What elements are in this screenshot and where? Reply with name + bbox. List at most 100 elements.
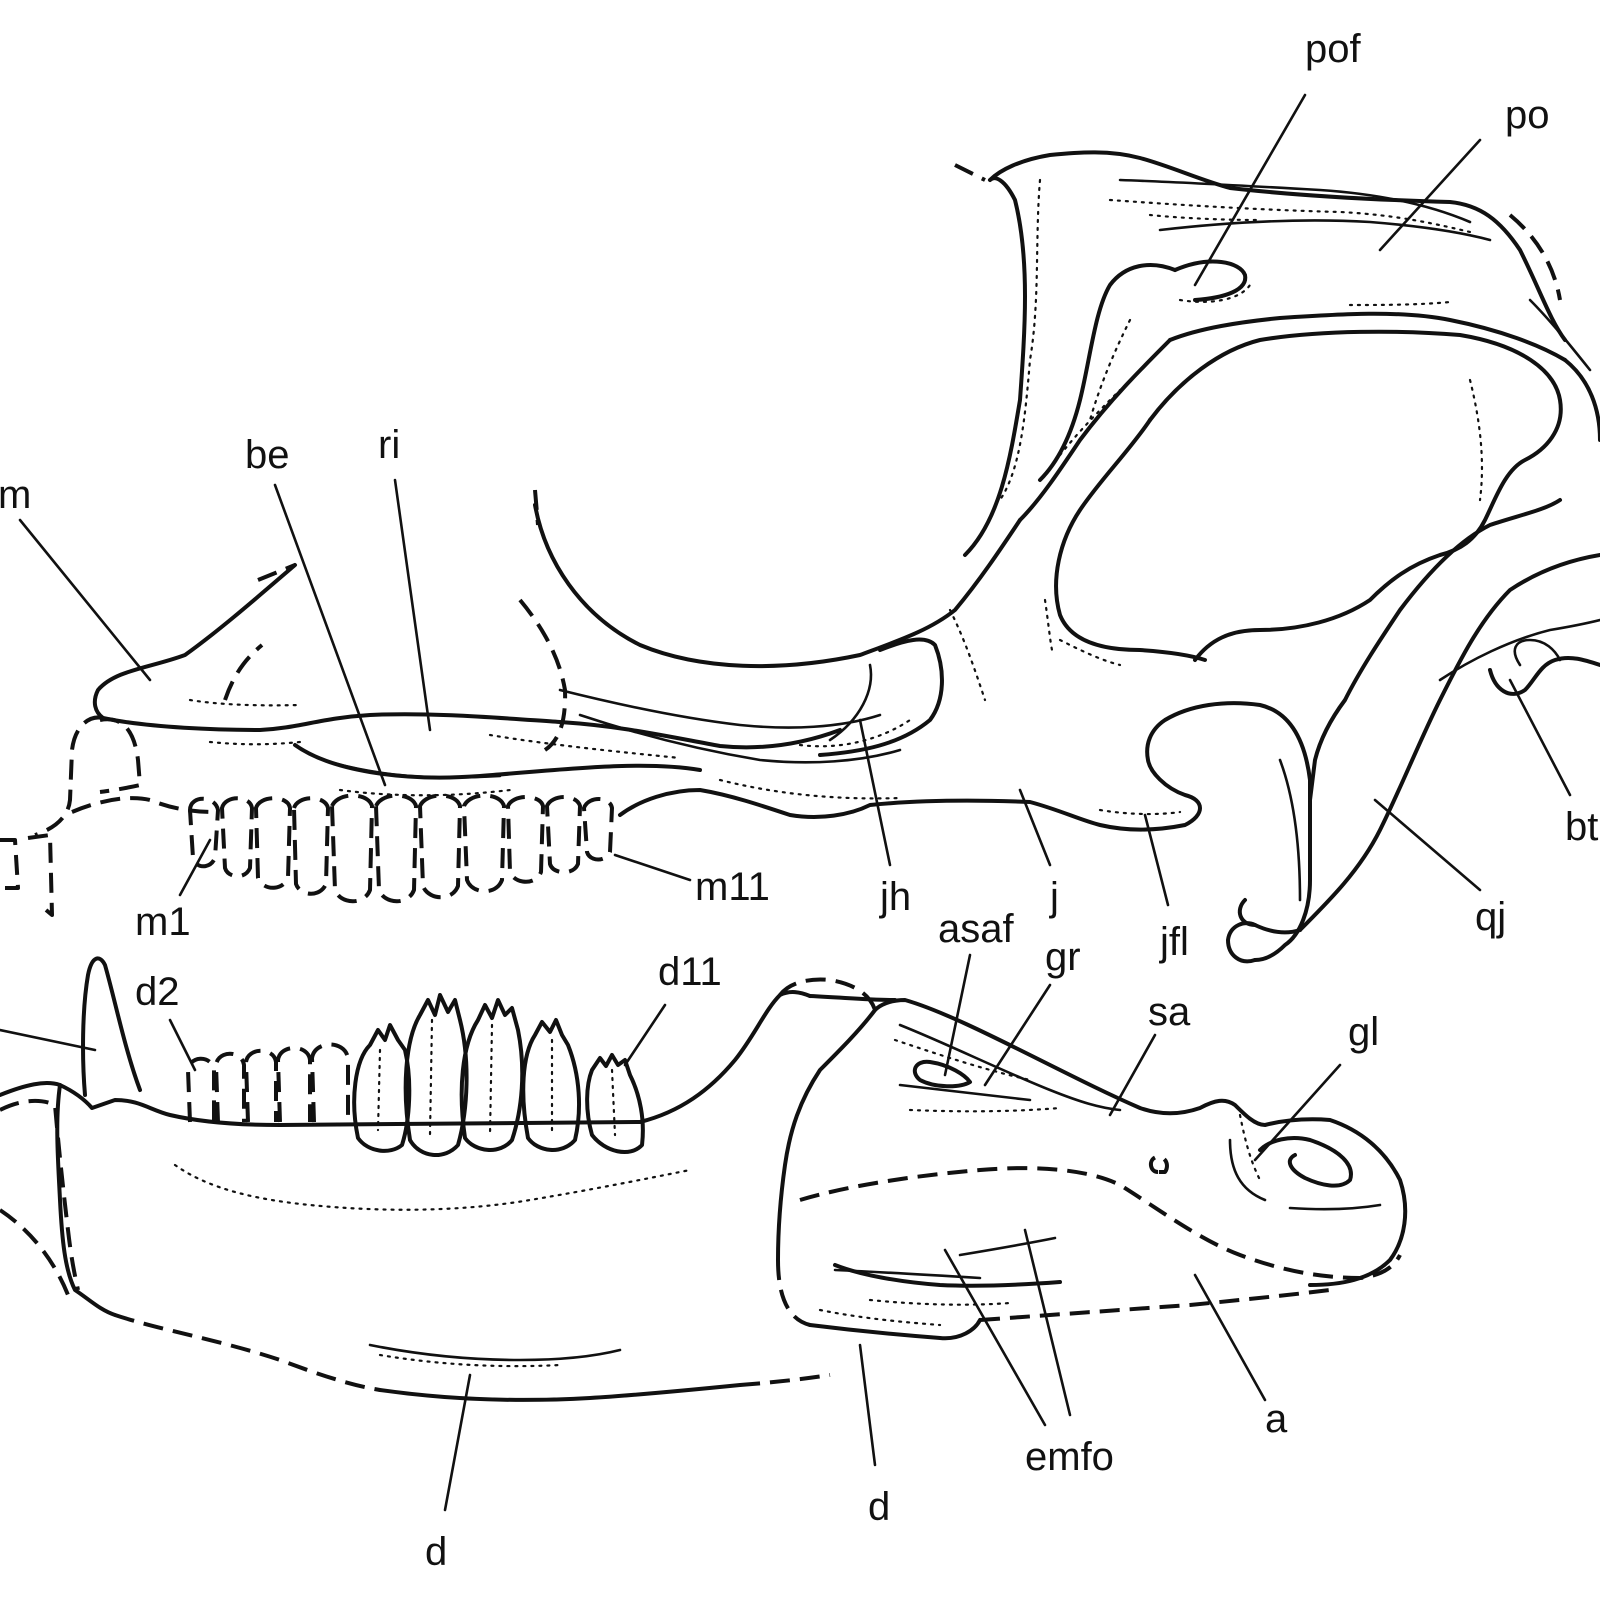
leader-d-lower: [443, 1373, 472, 1512]
dentary-ventral: [378, 1383, 742, 1402]
label-j: j: [1049, 875, 1059, 919]
roof-dots-3: [1348, 300, 1452, 307]
jugal-dots-5: [1043, 598, 1054, 652]
upper-tooth-8: [462, 793, 506, 894]
emfo-dots-1: [868, 1298, 1012, 1306]
lower-tooth-3: [214, 1051, 246, 1123]
label-bt: bt: [1565, 805, 1598, 849]
lower-tooth-6: [310, 1042, 350, 1123]
snout-alveolar-dashed: [71, 796, 216, 814]
upper-tooth-2: [220, 796, 254, 879]
squamosal-dots: [1468, 378, 1484, 502]
maxilla-ridge-2: [328, 760, 502, 779]
label-ri: ri: [378, 423, 400, 467]
maxilla-dots-2: [208, 740, 302, 746]
maxilla-alveolar-margin: [618, 701, 1312, 962]
leader-j: [1018, 788, 1052, 867]
dentary-posterior-lower: [808, 1318, 982, 1341]
label-gr: gr: [1045, 935, 1081, 979]
dentary-anterior-dashed: [0, 1098, 80, 1291]
jugal-dots-2: [718, 778, 902, 800]
orbit-posterior-rim: [1054, 418, 1207, 662]
angular-dorsal-dashed: [799, 1166, 1402, 1280]
jugal-ridge-2: [578, 713, 902, 764]
tooth-striae-5: [610, 1068, 617, 1137]
jfl-dots: [1098, 808, 1182, 816]
leader-emfo-2: [1023, 1228, 1072, 1417]
jugal-dots-3: [948, 608, 987, 702]
jugal-dots-1: [798, 718, 912, 748]
quadrate-line: [1278, 758, 1302, 902]
premaxilla-inner-dashed-2: [223, 643, 264, 701]
upper-tooth-6: [374, 793, 418, 904]
label-d11: d11: [658, 950, 722, 994]
surangular-dots-2: [908, 1106, 1062, 1113]
dentary-dots-2: [378, 1353, 562, 1368]
pof-dots: [1178, 283, 1252, 303]
cranium: [0, 150, 1600, 964]
roof-dots-1: [1108, 198, 1472, 234]
skull-roof-anterior-dashed: [954, 163, 986, 182]
upper-tooth-4: [292, 796, 330, 896]
postorbital-inner: [1038, 263, 1177, 482]
surangular-crest: [898, 1023, 1122, 1112]
lower-teeth: [186, 993, 645, 1158]
squamosal-line: [1528, 298, 1592, 372]
label-m: m: [0, 473, 31, 517]
premaxilla-inner-dashed: [99, 717, 142, 794]
upper-tooth-7: [418, 793, 462, 900]
lower-tooth-7: [352, 1023, 412, 1153]
leader-ri: [393, 478, 432, 732]
label-m1: m1: [135, 900, 191, 944]
leader-m11: [613, 853, 692, 882]
frontal-dashed: [533, 489, 540, 526]
dentary-ventral-dashed-2: [739, 1373, 831, 1387]
snout-dorsal-dashed: [257, 563, 296, 582]
label-d2: d2: [135, 970, 180, 1014]
postorbital-process: [1173, 259, 1248, 302]
incisor-stub-2: [27, 833, 54, 917]
glenoid-fossa: [1258, 1136, 1353, 1188]
label-m11: m11: [695, 865, 770, 909]
leader-pof: [1193, 93, 1307, 287]
small-foramen: [1149, 1154, 1169, 1174]
lacrimal-dashed: [518, 598, 568, 752]
maxilla-upper-edge: [101, 712, 842, 750]
tooth-striae-2: [428, 1018, 434, 1137]
lower-tooth-9: [459, 998, 525, 1152]
label-asaf: asaf: [938, 907, 1014, 951]
squamosal-posterior: [1563, 358, 1600, 442]
dentary-mid-ridge: [833, 1263, 1062, 1288]
label-gl: gl: [1348, 1010, 1379, 1054]
leader-lines: [0, 93, 1572, 1512]
lower-tooth-2: [186, 1056, 216, 1123]
temporal-fenestra: [1148, 329, 1563, 662]
label-jfl: jfl: [1159, 920, 1189, 964]
coronoid-dashed: [778, 977, 877, 1011]
tooth-striae-1: [376, 1048, 382, 1132]
jugal-boss: [818, 637, 944, 757]
emfo-line-1: [833, 1268, 982, 1280]
tooth-striae-3: [488, 1023, 494, 1137]
lower-tooth-4: [244, 1048, 278, 1123]
upper-tooth-1: [188, 796, 220, 869]
temporal-upper-bar: [1168, 311, 1567, 362]
label-qj: qj: [1475, 895, 1506, 939]
roof-dots-2: [1148, 213, 1262, 222]
postorbital-dots-3: [1058, 388, 1122, 457]
maxilla-dots-3: [338, 788, 512, 797]
quadratojugal-anterior: [1308, 498, 1562, 802]
glenoid-line-1: [1228, 1138, 1267, 1202]
jugal-orbit-rim: [533, 503, 1022, 669]
leader-emfo-1: [943, 1248, 1047, 1427]
leader-qj: [1373, 798, 1482, 892]
label-d-lower: d: [425, 1530, 447, 1574]
squamosal-dashed-1: [1508, 213, 1562, 301]
label-emfo: emfo: [1025, 1435, 1114, 1479]
skull-roof-line-2: [1158, 219, 1492, 242]
label-sa: sa: [1148, 990, 1191, 1034]
glenoid-line-2: [1288, 1203, 1382, 1211]
leader-m: [18, 518, 152, 682]
surangular-line-2: [898, 1083, 1032, 1102]
dentary-ventral-dashed: [114, 1313, 381, 1392]
